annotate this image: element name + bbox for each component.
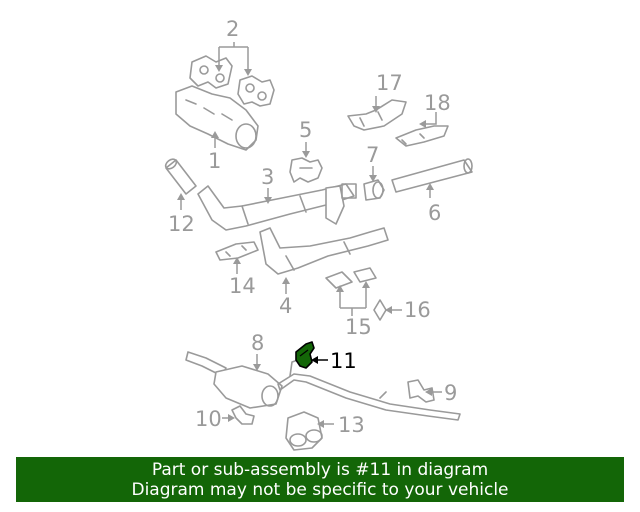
callout-3: 3	[261, 165, 274, 189]
part-17-heat-shield[interactable]	[347, 99, 407, 131]
banner-line-1: Part or sub-assembly is #11 in diagram	[151, 460, 489, 480]
callout-2: 2	[226, 17, 239, 41]
part-14-heat-shield[interactable]	[215, 241, 259, 261]
leader-14	[233, 257, 241, 274]
callout-12: 12	[168, 212, 195, 236]
part-7-clamp[interactable]	[363, 179, 385, 201]
banner-line-2: Diagram may not be specific to your vehi…	[131, 480, 509, 500]
callout-4: 4	[279, 294, 292, 318]
leader-3	[264, 188, 272, 204]
exhaust-parts-diagram: 2 1 17 18 5 7 3 6 12 14 4 16 15 8 11 9 1…	[164, 17, 473, 451]
leader-9	[425, 388, 442, 396]
leader-18	[419, 112, 437, 128]
part-3-converter-assembly[interactable]	[197, 183, 357, 231]
callout-8: 8	[251, 331, 264, 355]
part-6-pipe[interactable]	[391, 158, 473, 193]
callout-18: 18	[424, 91, 451, 115]
part-12-pipe[interactable]	[164, 157, 197, 195]
callout-1: 1	[208, 149, 221, 173]
leader-6	[426, 183, 434, 198]
callout-16: 16	[404, 298, 431, 322]
part-18-heat-shield[interactable]	[395, 125, 449, 147]
leader-16	[385, 306, 402, 314]
part-9-hanger[interactable]	[407, 379, 435, 403]
callout-13: 13	[338, 413, 365, 437]
callout-17: 17	[376, 71, 403, 95]
leader-10	[222, 414, 235, 422]
leader-8	[253, 354, 261, 371]
callout-6: 6	[428, 201, 441, 225]
callout-14: 14	[229, 274, 256, 298]
callout-11: 11	[330, 349, 357, 373]
leader-2	[215, 42, 252, 76]
part-4-converter[interactable]	[259, 227, 389, 275]
callout-7: 7	[366, 143, 379, 167]
part-16-gasket[interactable]	[373, 299, 387, 321]
leader-7	[369, 166, 377, 182]
callout-labels: 2 1 17 18 5 7 3 6 12 14 4 16 15 8 11 9 1…	[168, 17, 457, 437]
callout-10: 10	[195, 407, 222, 431]
part-8-muffler[interactable]	[185, 351, 461, 421]
part-11-highlighted[interactable]	[295, 341, 315, 369]
part-5-bracket[interactable]	[289, 157, 323, 183]
part-15-parts[interactable]	[325, 267, 377, 289]
leader-5	[302, 142, 310, 158]
part-1-exhaust-manifold[interactable]	[175, 85, 259, 151]
leader-4	[282, 277, 290, 294]
leader-11	[311, 356, 328, 364]
part-10-bracket[interactable]	[231, 405, 255, 425]
callout-15: 15	[345, 315, 372, 339]
info-banner: Part or sub-assembly is #11 in diagram D…	[16, 457, 624, 502]
part-13-tailpipe-tips[interactable]	[285, 411, 323, 451]
leader-1	[211, 131, 219, 148]
part-2-gaskets[interactable]	[189, 55, 275, 107]
leader-12	[177, 193, 185, 210]
leader-13	[317, 420, 334, 428]
leader-15	[336, 281, 370, 316]
callout-5: 5	[299, 118, 312, 142]
callout-9: 9	[444, 381, 457, 405]
leader-17	[372, 96, 380, 113]
